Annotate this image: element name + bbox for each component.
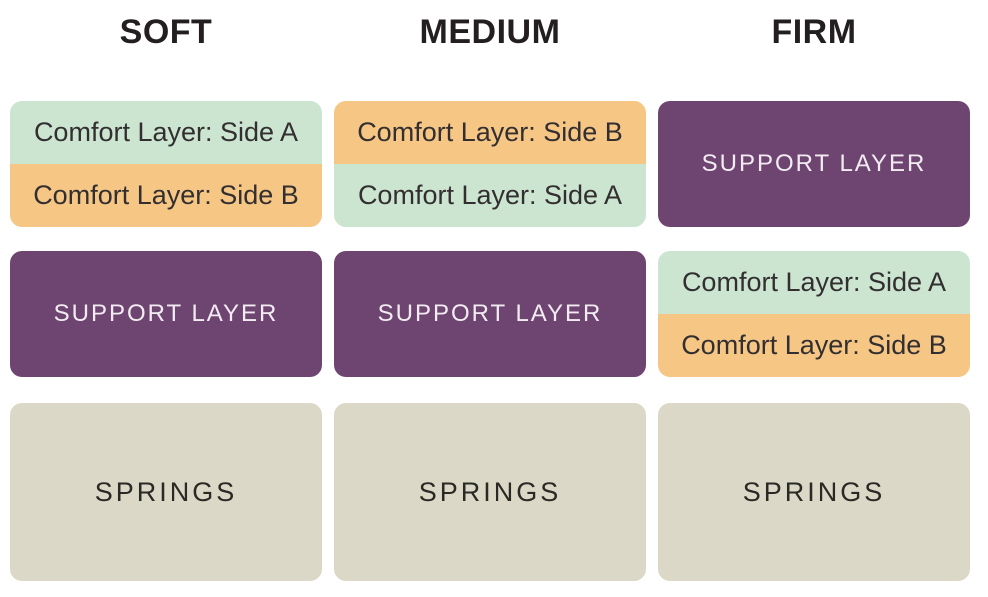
layer-stack-medium: Comfort Layer: Side B Comfort Layer: Sid… [334, 101, 646, 581]
comfort-layer-pair-soft: Comfort Layer: Side A Comfort Layer: Sid… [10, 101, 322, 227]
comfort-layer-side-b: Comfort Layer: Side B [658, 314, 970, 377]
layer-stack-soft: Comfort Layer: Side A Comfort Layer: Sid… [10, 101, 322, 581]
support-layer: SUPPORT LAYER [334, 251, 646, 377]
comfort-layer-side-a: Comfort Layer: Side A [10, 101, 322, 164]
springs-layer: SPRINGS [10, 403, 322, 581]
springs-layer: SPRINGS [658, 403, 970, 581]
comfort-layer-pair-firm: Comfort Layer: Side A Comfort Layer: Sid… [658, 251, 970, 377]
support-layer: SUPPORT LAYER [658, 101, 970, 227]
column-firm: FIRM SUPPORT LAYER Comfort Layer: Side A… [658, 0, 970, 597]
column-title-medium: MEDIUM [419, 13, 561, 51]
column-title-firm: FIRM [771, 13, 857, 51]
springs-layer: SPRINGS [334, 403, 646, 581]
column-title-soft: SOFT [119, 13, 213, 51]
column-soft: SOFT Comfort Layer: Side A Comfort Layer… [10, 0, 322, 597]
comfort-layer-side-b: Comfort Layer: Side B [334, 101, 646, 164]
comfort-layer-pair-medium: Comfort Layer: Side B Comfort Layer: Sid… [334, 101, 646, 227]
comfort-layer-side-a: Comfort Layer: Side A [334, 164, 646, 227]
column-medium: MEDIUM Comfort Layer: Side B Comfort Lay… [334, 0, 646, 597]
comfort-layer-side-a: Comfort Layer: Side A [658, 251, 970, 314]
layer-stack-firm: SUPPORT LAYER Comfort Layer: Side A Comf… [658, 101, 970, 581]
support-layer: SUPPORT LAYER [10, 251, 322, 377]
comfort-layer-side-b: Comfort Layer: Side B [10, 164, 322, 227]
